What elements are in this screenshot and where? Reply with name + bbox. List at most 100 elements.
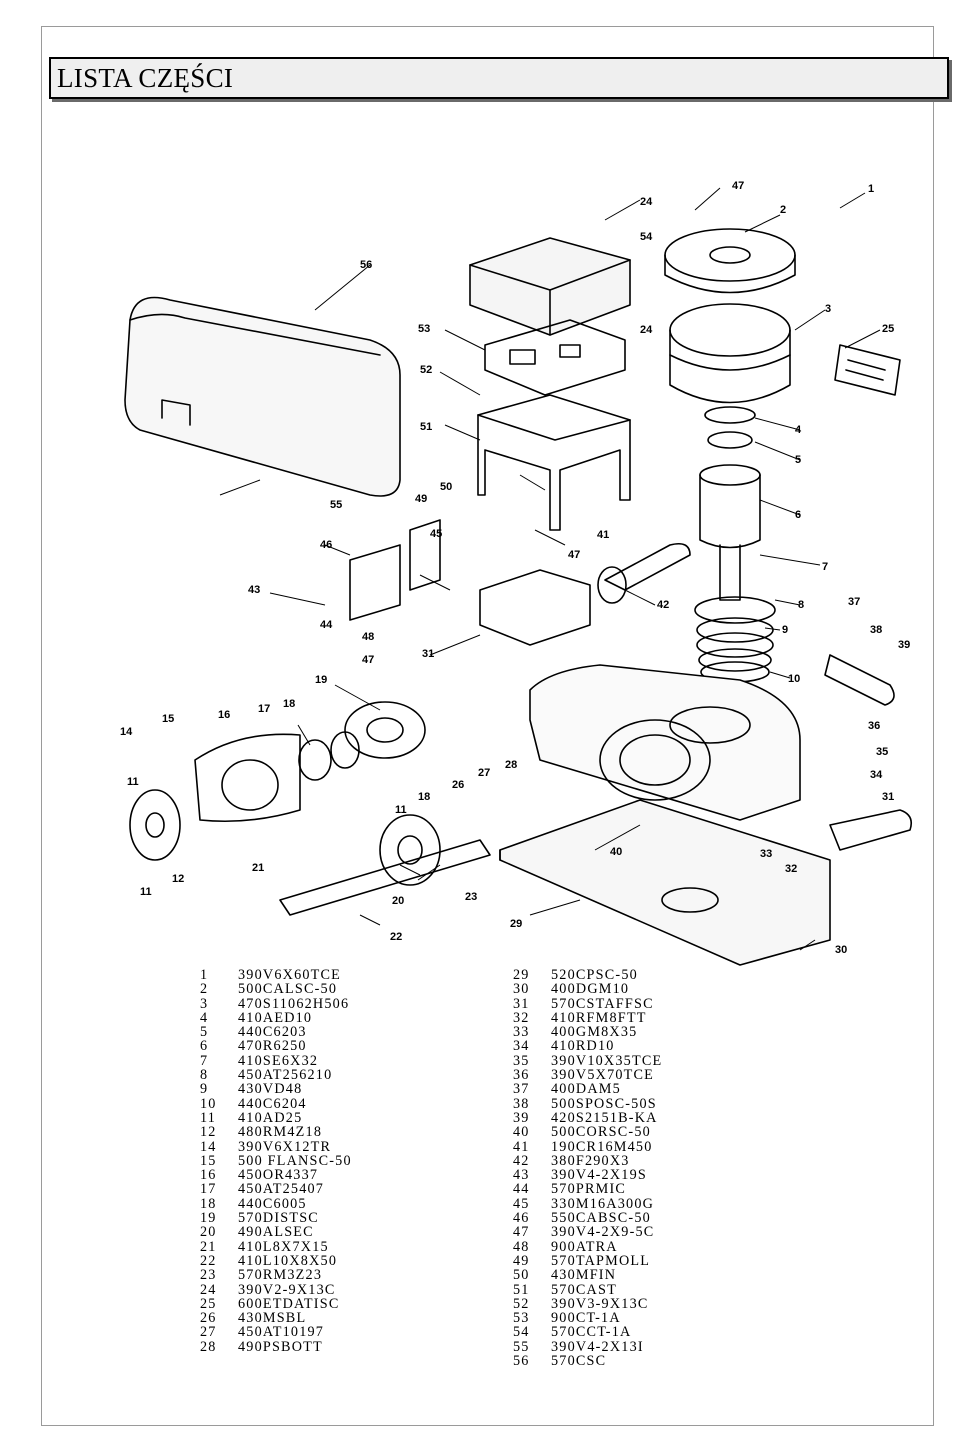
part-code: 440C6204 bbox=[238, 1095, 307, 1112]
part-code: 390V4-2X9-5C bbox=[551, 1224, 655, 1241]
diagram-label: 20 bbox=[392, 895, 404, 907]
diagram-label: 54 bbox=[640, 231, 653, 243]
diagram-label: 42 bbox=[657, 599, 669, 611]
diagram-label: 24 bbox=[640, 196, 653, 208]
part-number: 18 bbox=[200, 1195, 217, 1212]
part-number: 21 bbox=[200, 1238, 217, 1255]
part-code: 450OR4337 bbox=[238, 1167, 319, 1184]
part-code: 570TAPMOLL bbox=[551, 1252, 651, 1269]
diagram-label: 19 bbox=[315, 674, 327, 686]
diagram-label: 30 bbox=[835, 944, 847, 956]
bracket-shape bbox=[477, 394, 631, 531]
part-code: 410SE6X32 bbox=[238, 1052, 319, 1069]
exploded-parts-diagram: 1 2 3 4 5 6 7 8 9 10 11 11 11 12 14 15 1… bbox=[120, 180, 913, 966]
diagram-label: 26 bbox=[452, 779, 464, 791]
part-code: 570RM3Z23 bbox=[238, 1267, 323, 1284]
part-code: 390V6X60TCE bbox=[238, 967, 342, 983]
part-number: 50 bbox=[513, 1267, 530, 1284]
diagram-label: 53 bbox=[418, 323, 430, 335]
diagram-label: 56 bbox=[360, 259, 372, 271]
diagram-label: 24 bbox=[640, 324, 653, 336]
diagram-label: 9 bbox=[782, 624, 788, 636]
part-code: 500 FLANSC-50 bbox=[238, 1152, 352, 1169]
diagram-label: 27 bbox=[478, 767, 490, 779]
diagram-label: 10 bbox=[788, 673, 800, 685]
part-number: 56 bbox=[513, 1353, 530, 1370]
part-number: 51 bbox=[513, 1281, 530, 1298]
part-number: 45 bbox=[513, 1195, 530, 1212]
diagram-label: 22 bbox=[390, 931, 402, 943]
diagram-label: 25 bbox=[882, 323, 894, 335]
diagram-label: 32 bbox=[785, 863, 797, 875]
diagram-label: 49 bbox=[415, 493, 427, 505]
lever-shape bbox=[824, 654, 913, 851]
part-code: 440C6203 bbox=[238, 1024, 307, 1041]
part-number: 32 bbox=[513, 1009, 530, 1026]
diagram-label: 16 bbox=[218, 709, 230, 721]
part-code: 330M16A300G bbox=[551, 1195, 655, 1212]
diagram-label: 50 bbox=[440, 481, 452, 493]
diagram-label: 14 bbox=[120, 726, 133, 738]
part-code: 390V10X35TCE bbox=[551, 1052, 663, 1069]
part-number: 2 bbox=[200, 981, 209, 998]
part-number: 54 bbox=[513, 1324, 530, 1341]
diagram-label: 18 bbox=[283, 698, 295, 710]
part-code: 400DGM10 bbox=[551, 981, 630, 998]
part-code: 570PRMIC bbox=[551, 1181, 627, 1198]
diagram-label: 7 bbox=[822, 561, 828, 573]
part-code: 570CSTAFFSC bbox=[551, 995, 654, 1012]
part-code: 390V5X70TCE bbox=[551, 1067, 655, 1084]
part-number: 24 bbox=[200, 1281, 217, 1298]
part-number: 35 bbox=[513, 1052, 530, 1069]
diagram-label: 23 bbox=[465, 891, 477, 903]
page-frame bbox=[41, 26, 934, 1426]
diagram-label: 8 bbox=[798, 599, 804, 611]
part-number: 30 bbox=[513, 981, 530, 998]
part-number: 33 bbox=[513, 1024, 530, 1041]
diagram-label: 29 bbox=[510, 918, 522, 930]
part-row: 30 400DGM10 bbox=[513, 981, 662, 998]
part-number: 26 bbox=[200, 1310, 217, 1327]
part-number: 9 bbox=[200, 1081, 209, 1098]
part-number: 4 bbox=[200, 1009, 209, 1026]
gears-shape bbox=[129, 701, 441, 886]
part-code: 490PSBOTT bbox=[238, 1338, 323, 1355]
cover-shape bbox=[124, 296, 401, 497]
diagram-label: 47 bbox=[568, 549, 580, 561]
part-number: 28 bbox=[200, 1338, 217, 1355]
diagram-label: 11 bbox=[395, 804, 407, 816]
capacitor-shape bbox=[597, 542, 691, 604]
part-code: 450AT25407 bbox=[238, 1181, 325, 1198]
diagram-label: 40 bbox=[610, 846, 622, 858]
diagram-label: 39 bbox=[898, 639, 910, 651]
